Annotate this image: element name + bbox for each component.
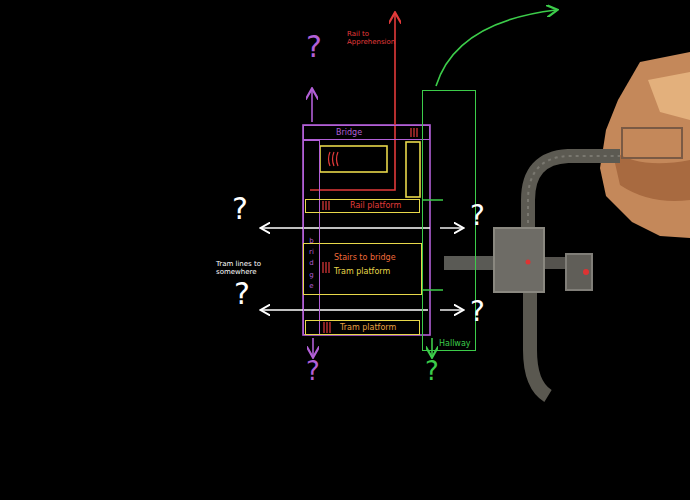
tram-arrow bbox=[262, 227, 430, 228]
question-mark: ? bbox=[470, 200, 485, 232]
corridor bbox=[444, 256, 494, 270]
tram-arrow bbox=[440, 309, 462, 310]
corridors bbox=[444, 156, 620, 396]
question-mark: ? bbox=[470, 296, 485, 328]
area-name: Tram platform bbox=[340, 323, 396, 332]
question-mark: ? bbox=[232, 192, 248, 227]
stairs-box bbox=[320, 146, 387, 172]
rock-terrain bbox=[600, 52, 690, 238]
tram-arrow bbox=[262, 309, 428, 310]
tram-arrow bbox=[440, 227, 462, 228]
corridor-detail bbox=[528, 156, 620, 230]
green-arrow bbox=[431, 338, 433, 356]
stair-symbol bbox=[324, 322, 330, 333]
rail-route bbox=[310, 14, 395, 190]
yellow-structures bbox=[320, 142, 420, 197]
corridor bbox=[528, 156, 620, 230]
corridor bbox=[530, 292, 548, 396]
hallway: Hallway bbox=[422, 90, 476, 351]
room bbox=[566, 254, 592, 290]
room bbox=[494, 228, 544, 292]
area-name: Stairs to bridge bbox=[334, 253, 396, 262]
question-mark: ? bbox=[306, 30, 322, 65]
hallway-divider bbox=[422, 200, 443, 290]
bridge-strip: bridge bbox=[303, 140, 320, 335]
tram-arrows bbox=[262, 228, 462, 310]
rock-highlight bbox=[648, 72, 690, 120]
purple-arrow bbox=[312, 338, 314, 356]
map-note: Tram lines to somewhere bbox=[216, 260, 262, 276]
question-mark: ? bbox=[306, 357, 320, 387]
stair-symbol bbox=[329, 152, 339, 166]
bridge-outline bbox=[303, 90, 430, 356]
area-name: Bridge bbox=[336, 128, 362, 137]
red-light bbox=[583, 269, 589, 275]
green-arrow bbox=[436, 10, 556, 86]
stair-marks bbox=[323, 128, 417, 333]
area-name: Rail platform bbox=[350, 201, 401, 210]
stair-symbol bbox=[323, 201, 329, 210]
bridge-strip: Bridge bbox=[303, 125, 430, 140]
stair-symbol bbox=[411, 128, 417, 137]
corridor bbox=[545, 257, 566, 269]
tram-platform: Stairs to bridgeTram platform bbox=[303, 243, 422, 295]
map-note: Rail to Apprehension bbox=[347, 30, 393, 46]
stair-symbol bbox=[323, 262, 329, 273]
area-name: Tram platform bbox=[334, 267, 390, 276]
area-name: bridge bbox=[308, 236, 315, 292]
tram-platform: Tram platform bbox=[305, 320, 420, 335]
rail-platform: Rail platform bbox=[305, 199, 420, 213]
question-mark: ? bbox=[234, 277, 250, 312]
red-light bbox=[526, 260, 531, 265]
question-mark: ? bbox=[425, 357, 439, 387]
rail-structure bbox=[406, 142, 420, 197]
track-structure bbox=[622, 128, 682, 158]
terrain bbox=[600, 52, 690, 238]
hallway-details bbox=[422, 10, 556, 356]
area-label: Hallway bbox=[439, 339, 471, 348]
purple-arrow bbox=[311, 90, 313, 122]
bridge-area bbox=[303, 125, 430, 335]
